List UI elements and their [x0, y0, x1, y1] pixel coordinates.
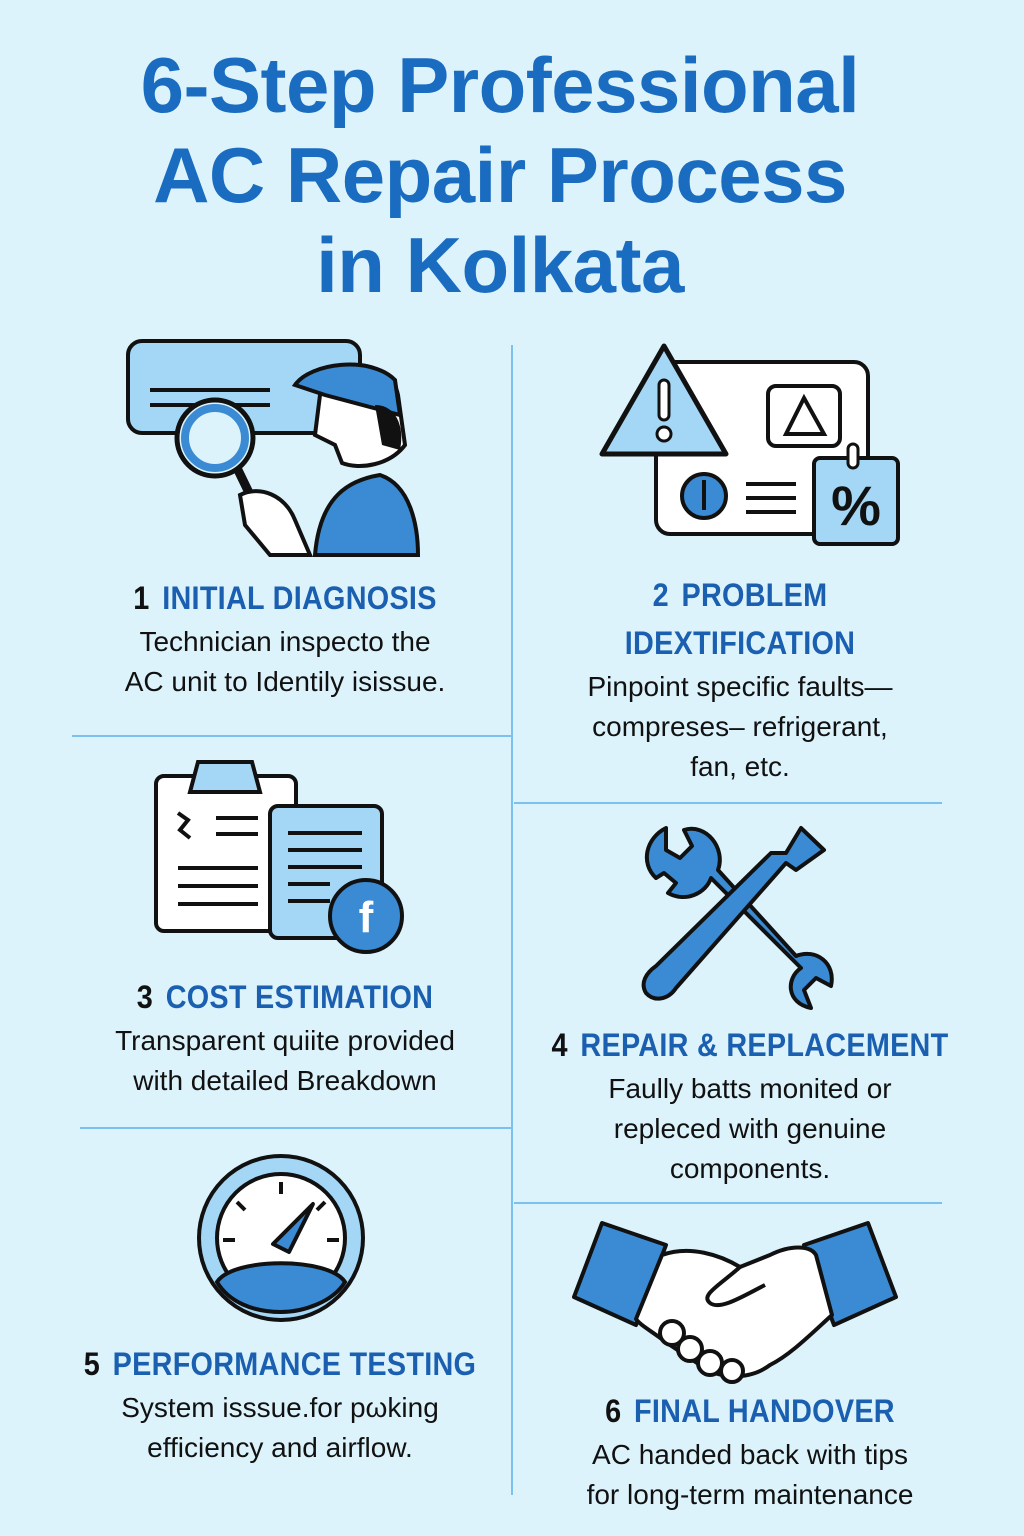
step-title: IDEXTIFICATION: [624, 625, 856, 661]
svg-text:%: %: [831, 474, 881, 537]
step-3: 3 COST ESTIMATION Transparent quiite prov…: [60, 973, 510, 1101]
technician-magnifier-icon: [126, 339, 420, 557]
step-4: 4 REPAIR & REPLACEMENT Faully batts monit…: [520, 1021, 980, 1189]
clipboard-estimate-icon: f: [154, 760, 404, 954]
step-5: 5 PERFORMANCE TESTING System isssue.for p…: [55, 1340, 505, 1468]
title-line: 6-Step Professional: [140, 41, 860, 129]
step-description: Transparent quiite provided: [115, 1025, 455, 1056]
step-description: efficiency and airflow.: [147, 1432, 413, 1463]
step-title: PROBLEM: [681, 577, 828, 613]
step-description: with detailed Breakdown: [133, 1065, 437, 1096]
step-heading: 2 PROBLEM: [538, 571, 943, 619]
step-number: 4: [551, 1027, 568, 1063]
step-number: 3: [136, 979, 154, 1015]
step-number: 6: [605, 1393, 622, 1429]
step-description: AC handed back with tips: [592, 1439, 908, 1470]
row-divider: [514, 802, 942, 804]
row-divider: [72, 735, 512, 737]
title-line: in Kolkata: [316, 221, 684, 309]
svg-text:f: f: [359, 893, 374, 942]
step-heading: 3 COST ESTIMATION: [83, 973, 488, 1021]
step-title: FINAL HANDOVER: [634, 1393, 895, 1429]
step-heading: 5 PERFORMANCE TESTING: [78, 1340, 483, 1388]
step-description: fan, etc.: [690, 751, 790, 782]
page-title: 6-Step Professional AC Repair Process in…: [0, 40, 1000, 310]
step-1: 1 INITIAL DIAGNOSIS Technician inspecto t…: [60, 574, 510, 702]
step-heading: 1 INITIAL DIAGNOSIS: [83, 574, 488, 622]
handshake-icon: [572, 1221, 898, 1384]
step-description: Faully batts monited or: [608, 1073, 892, 1104]
step-2: 2 PROBLEM IDEXTIFICATION Pinpoint specifi…: [515, 571, 965, 787]
step-description: repleced with genuine: [613, 1113, 887, 1144]
step-number: 2: [652, 577, 669, 613]
step-title: COST ESTIMATION: [165, 979, 434, 1015]
row-divider: [514, 1202, 942, 1204]
step-heading: 6 FINAL HANDOVER: [543, 1387, 957, 1435]
step-heading: 4 REPAIR & REPLACEMENT: [543, 1021, 957, 1069]
step-title: REPAIR & REPLACEMENT: [580, 1027, 949, 1063]
step-number: 1: [133, 580, 150, 616]
row-divider: [80, 1127, 512, 1129]
step-description: compreses– refrigerant,: [592, 711, 888, 742]
step-description: components.: [669, 1153, 831, 1184]
step-title: INITIAL DIAGNOSIS: [162, 580, 437, 616]
step-title: PERFORMANCE TESTING: [112, 1346, 477, 1382]
step-description: System isssue.for pωking: [121, 1392, 439, 1423]
step-6: 6 FINAL HANDOVER AC handed back with tips…: [520, 1387, 980, 1515]
step-description: Pinpoint specific faults—: [587, 671, 893, 702]
wrench-screwdriver-icon: [641, 826, 834, 1010]
warning-panel-icon: %: [599, 343, 900, 546]
column-divider: [511, 345, 513, 1495]
step-description: Technician inspecto the: [139, 626, 431, 657]
gauge-icon: [197, 1154, 365, 1322]
title-line: AC Repair Process: [153, 131, 847, 219]
step-description: for long-term maintenance: [586, 1479, 914, 1510]
step-description: AC unit to Identily isissue.: [124, 666, 446, 697]
step-number: 5: [83, 1346, 101, 1382]
